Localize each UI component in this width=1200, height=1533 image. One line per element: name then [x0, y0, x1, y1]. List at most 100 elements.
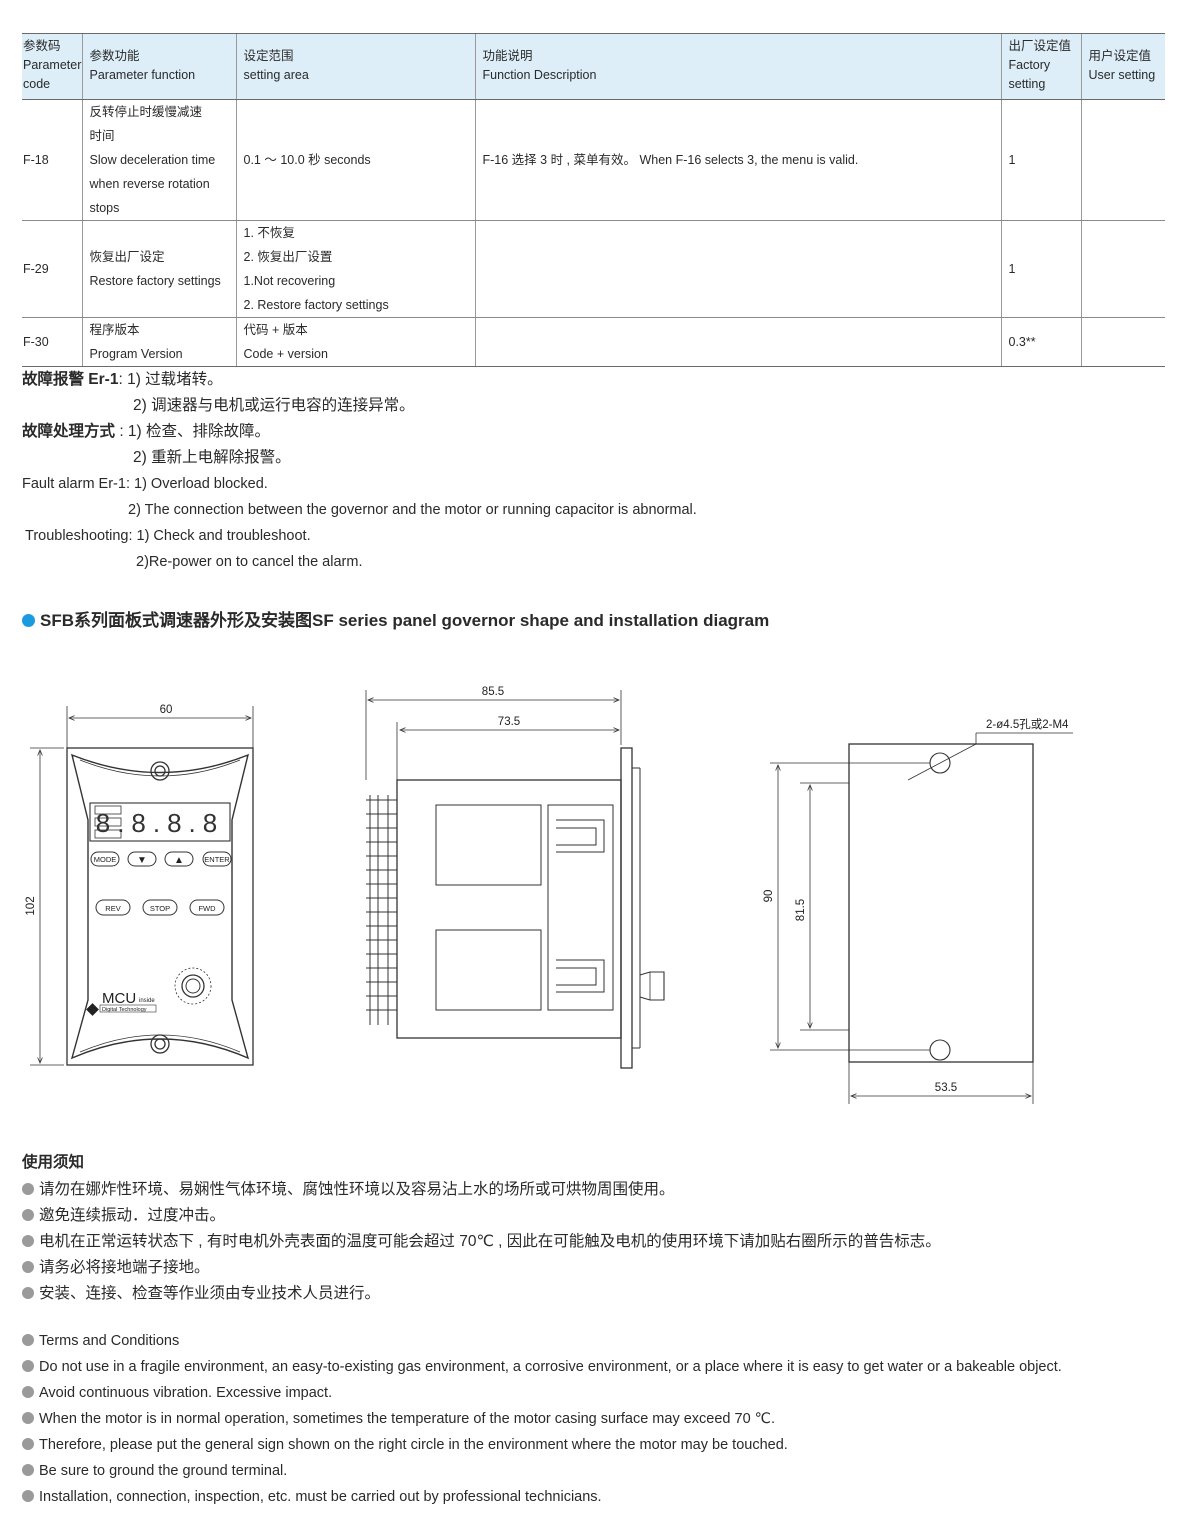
- fault-alarm-en-line2: 2) The connection between the governor a…: [128, 502, 697, 518]
- note-zh-item: 请务必将接地端子接地。: [22, 1255, 210, 1277]
- note-zh-item: 邀免连续振动．过度冲击。: [22, 1203, 225, 1225]
- fault-alarm-item-1: : 1) 过载堵转。: [118, 371, 223, 388]
- side-overall-dim: 85.5: [482, 686, 504, 698]
- note-text: 安装、连接、检查等作业须由专业技术人员进行。: [39, 1285, 381, 1302]
- table-row: F-30 程序版本 Program Version 代码 + 版本 Code +…: [22, 317, 1165, 367]
- cell-range: 1. 不恢复 2. 恢复出厂设置 1.Not recovering 2. Res…: [235, 220, 475, 318]
- bullet-icon: [22, 1412, 34, 1424]
- section-title-en: SF series panel governor shape and insta…: [312, 611, 770, 630]
- side-view: [365, 690, 665, 1069]
- terminal-ticks: [366, 799, 397, 1011]
- header-function-description: 功能说明 Function Description: [474, 33, 1001, 100]
- cell-function: 反转停止时缓慢减速 时间 Slow deceleration time when…: [81, 99, 236, 221]
- bullet-icon: [22, 1386, 34, 1398]
- table-row: F-18 反转停止时缓慢减速 时间 Slow deceleration time…: [22, 99, 1165, 221]
- note-text: 电机在正常运转状态下 , 有时电机外壳表面的温度可能会超过 70℃ , 因此在可…: [39, 1233, 941, 1250]
- fault-handle-label: 故障处理方式: [22, 423, 116, 440]
- bullet-icon: [22, 1209, 34, 1221]
- table-row: F-29 恢复出厂设定 Restore factory settings 1. …: [22, 220, 1165, 318]
- parameter-table: 参数码 Parameter code 参数功能 Parameter functi…: [22, 33, 1165, 367]
- hole-pitch-dim: 81.5: [795, 899, 807, 921]
- installation-diagram: 60 102 8.8.8.8 MODE ▼ ▲ ENTER REV STOP F…: [25, 686, 1073, 1104]
- cell-function: 程序版本 Program Version: [81, 317, 236, 367]
- up-arrow-icon: ▲: [174, 855, 184, 866]
- fault-alarm-zh-line2: 2) 调速器与电机或运行电容的连接异常。: [133, 397, 415, 414]
- mounting-width-dim: 53.5: [935, 1082, 957, 1094]
- fault-alarm-label: 故障报警 Er-1: [22, 371, 119, 388]
- bullet-icon: [22, 1287, 34, 1299]
- cell-factory: 1: [1000, 220, 1081, 318]
- note-zh-item: 请勿在娜炸性环境、易娴性气体环境、腐蚀性环境以及容易沾上水的场所或可烘物周围使用…: [22, 1177, 675, 1199]
- bullet-icon: [22, 1360, 34, 1372]
- front-view: [30, 706, 254, 1066]
- note-text: 请勿在娜炸性环境、易娴性气体环境、腐蚀性环境以及容易沾上水的场所或可烘物周围使用…: [39, 1181, 675, 1198]
- down-arrow-icon: ▼: [137, 855, 147, 866]
- mounting-view: [770, 732, 1073, 1104]
- mcu-logo-sup: inside: [139, 998, 155, 1004]
- cell-factory: 0.3**: [1000, 317, 1081, 367]
- mcu-logo-sub: Digital Technology: [102, 1007, 147, 1013]
- table-header-row: 参数码 Parameter code 参数功能 Parameter functi…: [22, 33, 1165, 100]
- note-en-item: When the motor is in normal operation, s…: [22, 1411, 775, 1427]
- blue-bullet-icon: [22, 614, 35, 627]
- cell-user: [1080, 220, 1165, 318]
- cell-code: F-30: [22, 317, 82, 367]
- digital-display: 8.8.8.8: [96, 808, 225, 838]
- fault-alarm-en-line1: Fault alarm Er-1: 1) Overload blocked.: [22, 476, 268, 492]
- troubleshooting-en-line2: 2)Re-power on to cancel the alarm.: [136, 554, 363, 570]
- fault-handle-zh-line1: 故障处理方式 : 1) 检查、排除故障。: [22, 422, 270, 442]
- header-parameter-function: 参数功能 Parameter function: [81, 33, 236, 100]
- note-zh-item: 电机在正常运转状态下 , 有时电机外壳表面的温度可能会超过 70℃ , 因此在可…: [22, 1229, 941, 1251]
- note-text: Do not use in a fragile environment, an …: [39, 1359, 1062, 1375]
- troubleshooting-en-line1: Troubleshooting: 1) Check and troublesho…: [25, 528, 311, 544]
- mcu-logo-diamond-icon: [86, 1003, 99, 1016]
- note-text: Terms and Conditions: [39, 1333, 180, 1349]
- enter-button-label: ENTER: [204, 855, 230, 864]
- stop-button-label: STOP: [150, 904, 170, 913]
- note-text: 邀免连续振动．过度冲击。: [39, 1207, 226, 1224]
- mounting-hole-label: 2-ø4.5孔或2-M4: [986, 718, 1069, 731]
- note-text: When the motor is in normal operation, s…: [39, 1411, 775, 1427]
- cell-code: F-29: [22, 220, 82, 318]
- bullet-icon: [22, 1235, 34, 1247]
- header-factory-setting: 出厂设定值 Factory setting: [1000, 33, 1081, 100]
- note-text: 请务必将接地端子接地。: [39, 1259, 210, 1276]
- note-zh-item: 安装、连接、检查等作业须由专业技术人员进行。: [22, 1281, 380, 1303]
- note-en-item: Do not use in a fragile environment, an …: [22, 1359, 1062, 1375]
- cell-range: 0.1 ～ 10.0 秒 seconds: [235, 99, 475, 221]
- note-en-item: Terms and Conditions: [22, 1333, 179, 1349]
- front-height-dim: 102: [25, 896, 37, 915]
- cell-description: F-16 选择 3 时 , 菜单有效。 When F-16 selects 3,…: [474, 99, 1001, 221]
- fault-alarm-zh-line1: 故障报警 Er-1: 1) 过载堵转。: [22, 370, 223, 390]
- section-title: SFB系列面板式调速器外形及安装图SF series panel governo…: [22, 606, 769, 631]
- note-text: Therefore, please put the general sign s…: [39, 1437, 788, 1453]
- cell-factory: 1: [1000, 99, 1081, 221]
- note-en-item: Be sure to ground the ground terminal.: [22, 1463, 287, 1479]
- header-setting-area: 设定范围 setting area: [235, 33, 475, 100]
- note-text: Avoid continuous vibration. Excessive im…: [39, 1385, 333, 1401]
- fwd-button-label: FWD: [198, 904, 216, 913]
- notes-heading: 使用须知: [22, 1154, 85, 1171]
- note-text: Be sure to ground the ground terminal.: [39, 1463, 288, 1479]
- cell-description: [474, 317, 1001, 367]
- bullet-icon: [22, 1464, 34, 1476]
- cell-description: [474, 220, 1001, 318]
- header-parameter-code: 参数码 Parameter code: [22, 33, 82, 100]
- cell-function: 恢复出厂设定 Restore factory settings: [81, 220, 236, 318]
- cell-code: F-18: [22, 99, 82, 221]
- cell-user: [1080, 317, 1165, 367]
- note-en-item: Installation, connection, inspection, et…: [22, 1489, 602, 1505]
- section-title-zh: SFB系列面板式调速器外形及安装图: [40, 611, 312, 630]
- fault-handle-item-1: : 1) 检查、排除故障。: [115, 423, 271, 440]
- header-user-setting: 用户设定值 User setting: [1080, 33, 1165, 100]
- bullet-icon: [22, 1334, 34, 1346]
- bullet-icon: [22, 1183, 34, 1195]
- note-en-item: Avoid continuous vibration. Excessive im…: [22, 1385, 332, 1401]
- rev-button-label: REV: [105, 904, 120, 913]
- bullet-icon: [22, 1261, 34, 1273]
- mode-button-label: MODE: [94, 855, 117, 864]
- bullet-icon: [22, 1490, 34, 1502]
- note-text: Installation, connection, inspection, et…: [39, 1489, 602, 1505]
- cell-range: 代码 + 版本 Code + version: [235, 317, 475, 367]
- side-body-dim: 73.5: [498, 716, 520, 728]
